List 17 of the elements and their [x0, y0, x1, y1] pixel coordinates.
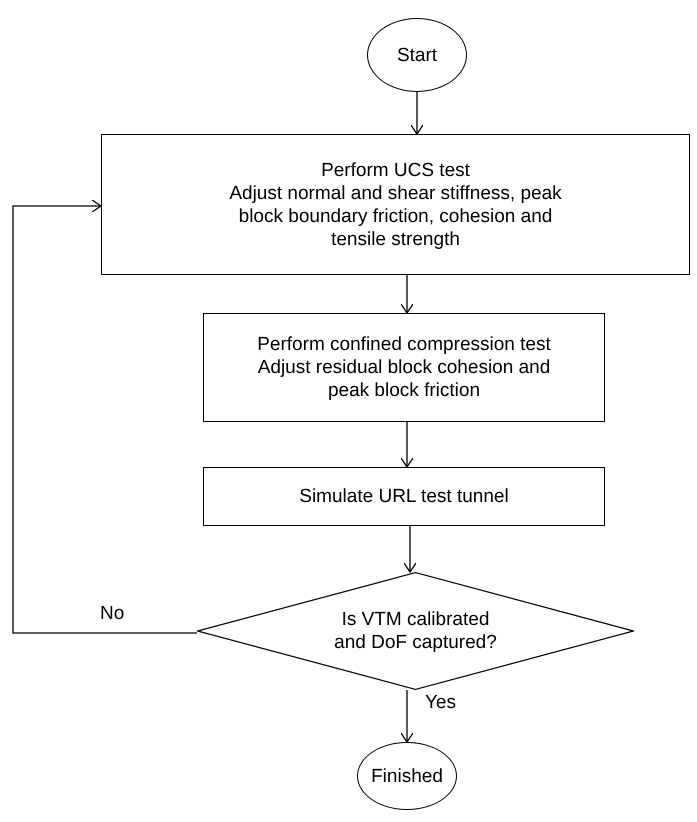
- arrow: [12, 199, 197, 634]
- node-title: Is VTM calibrated and DoF captured?: [333, 608, 498, 654]
- arrow: [400, 275, 414, 314]
- process-box: [203, 313, 605, 422]
- node-title: Perform confined compression test: [257, 333, 551, 356]
- process-box: [203, 467, 605, 526]
- node-title: Perform UCS test: [321, 158, 470, 182]
- node-title: Finished: [371, 764, 443, 788]
- arrow: [400, 422, 414, 468]
- arrow: [403, 526, 417, 573]
- node-text: Adjust normal and shear stiffness, peak block boundary friction, cohesion and tensile strength: [228, 182, 563, 250]
- arrow: [400, 690, 414, 743]
- process-box: [101, 134, 690, 275]
- node-text: Adjust residual block cohesion and peak block friction: [256, 356, 552, 402]
- node-title: Start: [396, 44, 438, 66]
- arrow: [410, 92, 424, 135]
- node-title: Simulate URL test tunnel: [299, 485, 509, 508]
